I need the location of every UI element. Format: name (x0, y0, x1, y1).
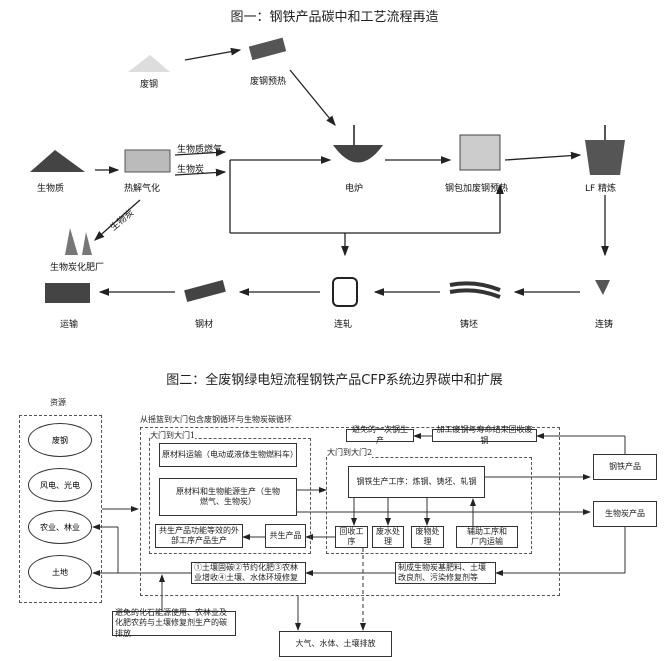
label-rolling: 连轧 (334, 320, 353, 330)
label-bio-gas: 生物质燃气 (177, 145, 223, 155)
outer-boundary-label: 从摇篮到大门包含废钢循环与生物炭碳循环 (140, 415, 292, 424)
resource-scrap: 废钢 (28, 423, 92, 457)
label-biomass: 生物质 (37, 184, 65, 194)
box-steel-product: 钢铁产品 (593, 454, 657, 480)
box-soil-benefits: ①土壤固碳②节约化肥③农林业增收④土壤、水体环境修复 (191, 562, 306, 584)
box-coproduct: 共生产品 (265, 524, 306, 548)
resource-wind-solar: 风电、光电 (28, 468, 92, 502)
resource-land: 土地 (28, 555, 92, 589)
label-eaf: 电炉 (345, 184, 364, 194)
outer-boundary (140, 427, 560, 596)
figure1-title: 图一：钢铁产品碳中和工艺流程再造 (230, 10, 439, 25)
box-coproduct-ext: 共生产品功能等效的外部工序产品生产 (155, 524, 243, 548)
box-waste: 废物处理 (411, 526, 444, 548)
gate1-label: 大门到大门1 (150, 430, 196, 441)
label-fertilizer: 生物炭化肥厂 (50, 263, 105, 273)
box-avoided-primary: 避免的一次钢生产 (346, 425, 414, 445)
box-recycle: 回收工序 (335, 526, 368, 548)
label-billet: 铸坯 (460, 320, 479, 330)
resources-boundary (19, 415, 102, 603)
box-emissions: 大气、水体、土壤排放 (279, 631, 392, 657)
label-steel: 钢材 (195, 320, 214, 330)
box-scrap-recycle: 加工废钢与寿命结束回收废钢 (432, 425, 537, 445)
gate2-label: 大门到大门2 (327, 447, 373, 458)
gate2-boundary (326, 457, 532, 554)
box-biochar-product: 生物炭产品 (593, 501, 657, 527)
label-lf: LF 精炼 (585, 184, 617, 194)
label-biochar: 生物炭 (177, 165, 205, 175)
box-steel-process: 钢铁生产工序：炼钢、铸坯、轧钢 (348, 466, 485, 498)
label-scrap-preheat: 废钢预热 (250, 77, 287, 87)
label-transport: 运输 (60, 320, 79, 330)
resource-agri-forest: 农业、林业 (28, 510, 92, 544)
box-raw-transport: 原材料运输（电动或液体生物燃料车） (159, 443, 298, 467)
box-aux: 辅助工序和厂内运输 (456, 526, 518, 548)
figure1-icons (30, 37, 625, 307)
figure1-arrows (94, 47, 609, 296)
resources-label: 资源 (50, 398, 66, 407)
box-avoided-emission: 避免的化石能源使用、农林业及化肥农药与土壤修复剂生产的碳排放 (112, 608, 236, 638)
box-biochar-fert: 制成生物炭基肥料、土壤改良剂、污染修复剂等 (395, 562, 496, 584)
label-pyrolysis: 热解气化 (124, 184, 161, 194)
box-wastewater: 废水处理 (372, 526, 404, 548)
figure2-arrows (92, 433, 626, 631)
gate1-boundary (149, 438, 311, 554)
label-casting: 连铸 (595, 320, 614, 330)
figure2-title: 图二：全废钢绿电短流程钢铁产品CFP系统边界碳中和扩展 (166, 373, 503, 388)
label-ladle: 钢包加废钢预热 (445, 184, 509, 194)
label-scrap: 废钢 (140, 80, 159, 90)
box-raw-bio: 原材料和生物能源生产（生物燃气、生物炭） (159, 478, 297, 516)
